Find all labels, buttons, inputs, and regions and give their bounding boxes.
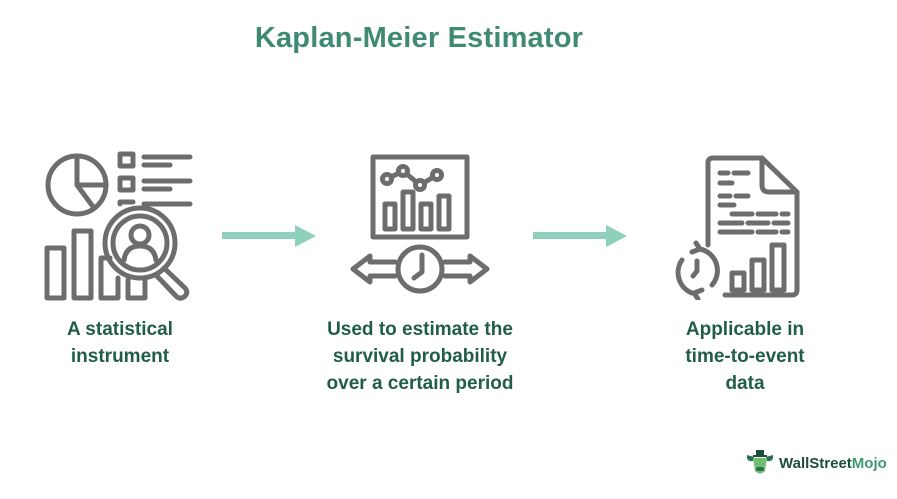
step-1-caption: A statistical instrument (20, 316, 220, 370)
caption-line: instrument (70, 346, 170, 367)
step-2-caption: Used to estimate the survival probabilit… (300, 316, 540, 397)
caption-line: Applicable in (685, 319, 805, 340)
bull-mascot-icon (746, 450, 774, 474)
document-cycle-chart-icon (672, 155, 812, 300)
wallstreetmojo-logo: WallStreetMojo (745, 449, 887, 477)
flow-arrow-2 (533, 225, 628, 252)
caption-line: time-to-event (685, 346, 805, 367)
logo-text: WallStreetMojo (779, 454, 887, 472)
flow-arrow-1 (222, 225, 317, 252)
caption-line: data (725, 373, 765, 394)
diagram-title: Kaplan-Meier Estimator (254, 22, 584, 54)
caption-line: survival probability (332, 346, 508, 367)
analytics-magnifier-icon (40, 148, 195, 303)
caption-line: over a certain period (326, 373, 514, 394)
caption-line: Used to estimate the (327, 319, 513, 340)
dashboard-clock-icon (345, 152, 495, 302)
step-3-caption: Applicable in time-to-event data (640, 316, 850, 397)
caption-line: A statistical (67, 319, 173, 340)
